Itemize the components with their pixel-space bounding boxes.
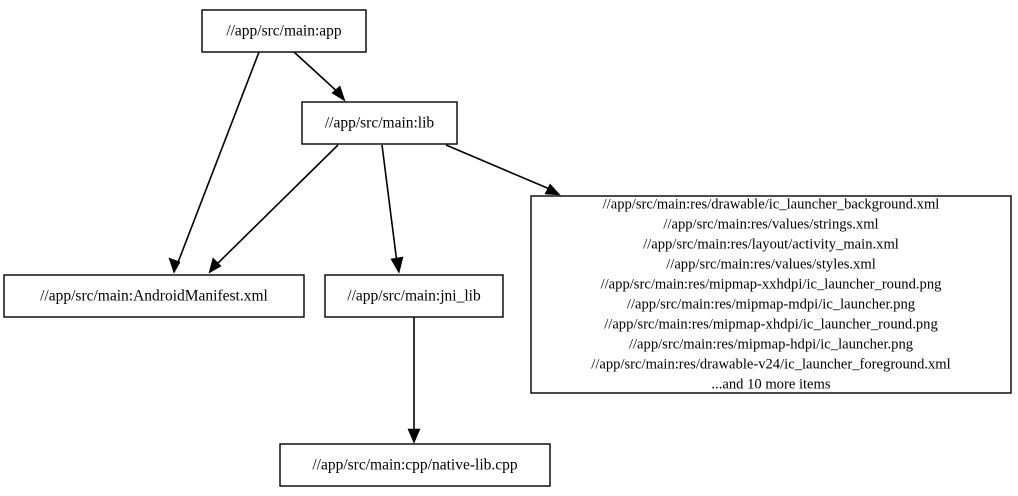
resources-line-0: //app/src/main:res/drawable/ic_launcher_…: [603, 197, 940, 213]
edge-app-to-lib: [293, 51, 346, 102]
edge-lib-to-manifest: [208, 144, 339, 274]
node-jni-lib-label: //app/src/main:jni_lib: [347, 288, 481, 305]
node-native-lib-cpp[interactable]: //app/src/main:cpp/native-lib.cpp: [279, 443, 551, 487]
node-app[interactable]: //app/src/main:app: [201, 9, 367, 53]
edge-jni-lib-to-native-lib: [407, 317, 421, 444]
resources-line-5: //app/src/main:res/mipmap-mdpi/ic_launch…: [627, 297, 916, 313]
node-native-lib-cpp-label: //app/src/main:cpp/native-lib.cpp: [312, 457, 518, 474]
edge-app-to-manifest: [168, 51, 260, 274]
resources-line-2: //app/src/main:res/layout/activity_main.…: [643, 237, 899, 253]
node-jni-lib[interactable]: //app/src/main:jni_lib: [324, 274, 504, 318]
node-lib-label: //app/src/main:lib: [325, 115, 435, 132]
node-android-manifest[interactable]: //app/src/main:AndroidManifest.xml: [3, 274, 305, 318]
node-lib[interactable]: //app/src/main:lib: [301, 101, 458, 145]
resources-line-3: //app/src/main:res/values/styles.xml: [666, 257, 876, 273]
resources-line-9: ...and 10 more items: [711, 377, 830, 393]
edge-lib-to-resources: [445, 144, 561, 196]
node-app-label: //app/src/main:app: [226, 23, 342, 40]
node-android-manifest-label: //app/src/main:AndroidManifest.xml: [40, 288, 268, 305]
node-resources-group[interactable]: //app/src/main:res/drawable/ic_launcher_…: [530, 195, 1012, 394]
nodes-layer: //app/src/main:app //app/src/main:lib //…: [3, 9, 1012, 487]
resources-line-6: //app/src/main:res/mipmap-xhdpi/ic_launc…: [604, 317, 938, 333]
resources-line-7: //app/src/main:res/mipmap-hdpi/ic_launch…: [629, 337, 914, 353]
resources-line-4: //app/src/main:res/mipmap-xxhdpi/ic_laun…: [601, 277, 943, 293]
edges-layer: [168, 51, 561, 444]
edge-lib-to-jni-lib: [381, 144, 404, 274]
resources-line-8: //app/src/main:res/drawable-v24/ic_launc…: [591, 357, 950, 373]
resources-line-1: //app/src/main:res/values/strings.xml: [663, 217, 878, 233]
